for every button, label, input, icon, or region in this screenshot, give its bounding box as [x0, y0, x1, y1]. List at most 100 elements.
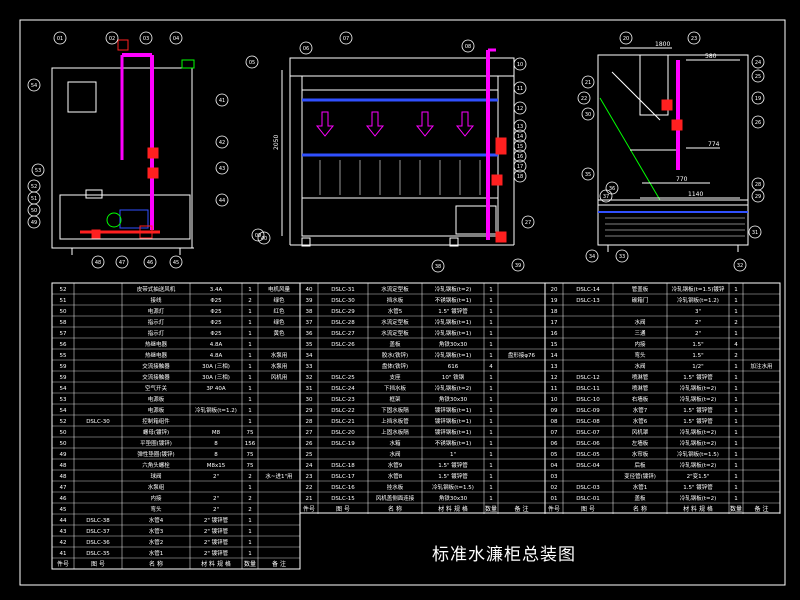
bom-cell: DSLC-21	[331, 419, 355, 425]
bom-cell: 1	[734, 386, 738, 392]
bom-cell: DSLC-30	[86, 419, 110, 425]
svg-text:01: 01	[57, 36, 63, 42]
svg-text:33: 33	[619, 254, 625, 260]
bom-cell: 50	[60, 309, 67, 315]
bom-cell: 25	[306, 452, 313, 458]
bom-cell: 指示灯	[148, 318, 165, 326]
callout-26: 26	[751, 115, 765, 129]
bom-cell: 17	[551, 320, 558, 326]
bom-cell: 1	[489, 287, 493, 293]
callout-15: 15	[513, 139, 527, 153]
bom-cell: 2"	[695, 320, 701, 326]
left-view	[51, 39, 195, 255]
bom-cell: 1	[248, 364, 252, 370]
svg-text:14: 14	[517, 134, 523, 140]
bom-cell: 2"变1.5"	[687, 472, 710, 480]
bom-header-cell: 件号	[303, 505, 315, 513]
bom-cell: 50	[60, 441, 67, 447]
bom-cell: 冷轧钢板(t=1.5)	[677, 450, 719, 458]
bom-cell: 4.8A	[210, 342, 223, 348]
bom-cell: 57	[60, 331, 67, 337]
bom-cell: 热继电器	[145, 351, 168, 359]
bom-cell: 1	[734, 298, 738, 304]
bom-cell: 1.5" 镀锌管	[683, 417, 713, 425]
bom-cell: 55	[60, 353, 67, 359]
bom-cell: 616	[448, 364, 459, 370]
callout-48: 48	[91, 255, 105, 269]
bom-cell: 框架	[389, 395, 401, 403]
bom-cell: 1	[489, 353, 493, 359]
bom-cell: 水~进1"用	[265, 472, 292, 480]
bom-cell: 3P 40A	[206, 386, 226, 392]
bom-cell: 52	[60, 287, 67, 293]
bom-cell: 1	[248, 529, 252, 535]
bom-cell: 左墙板	[632, 439, 649, 447]
callout-11: 11	[513, 81, 527, 95]
bom-cell: DSLC-23	[331, 397, 355, 403]
bom-cell: 1	[248, 518, 252, 524]
bom-cell: 04	[551, 463, 558, 469]
svg-text:54: 54	[31, 83, 37, 89]
svg-text:41: 41	[219, 98, 225, 104]
svg-text:47: 47	[119, 260, 125, 266]
bom-cell: 水泵组	[148, 483, 165, 491]
bom-cell: DSLC-08	[576, 419, 600, 425]
callout-33: 33	[615, 249, 629, 263]
bom-cell: 20	[551, 287, 558, 293]
bom-cell: 电源灯	[148, 307, 165, 315]
bom-header-cell: 备 注	[272, 560, 286, 568]
bom-cell: 44	[60, 518, 67, 524]
bom-cell: 1	[248, 353, 252, 359]
callout-13: 13	[513, 119, 527, 133]
bom-cell: 1	[248, 397, 252, 403]
bom-cell: DSLC-07	[576, 430, 600, 436]
bom-cell: 2	[734, 320, 738, 326]
bom-cell: 水管4	[149, 516, 164, 524]
bom-cell: 1	[734, 430, 738, 436]
callout-16: 16	[513, 149, 527, 163]
bom-cell: 热继电器	[145, 340, 168, 348]
bom-cell: 下挡水板	[384, 384, 407, 392]
callout-02: 02	[105, 31, 119, 45]
bom-cell: DSLC-31	[331, 287, 355, 293]
bom-cell: DSLC-25	[331, 375, 355, 381]
bom-cell: 1	[489, 342, 493, 348]
water-hatch	[605, 217, 745, 237]
bom-cell: 1	[489, 320, 493, 326]
bom-cell: 53	[60, 397, 67, 403]
bom-cell: 2	[248, 496, 252, 502]
bom-cell: DSLC-05	[576, 452, 600, 458]
bom-cell: DSLC-01	[576, 496, 600, 502]
callout-53: 53	[31, 163, 45, 177]
bom-cell: 角铁30x30	[439, 494, 468, 502]
bom-cell: 绿色	[273, 296, 285, 304]
callout-10: 10	[513, 57, 527, 71]
bom-cell: 三通	[634, 329, 646, 337]
outer-frame	[19, 19, 786, 586]
bom-cell: 1	[734, 485, 738, 491]
bom-cell: 23	[306, 474, 313, 480]
bom-cell: 弹性垫圈(镀锌)	[137, 450, 174, 458]
bom-header-cell: 件号	[57, 560, 69, 568]
svg-text:12: 12	[517, 106, 523, 112]
bom-cell: 水管5	[388, 307, 403, 315]
bom-cell: 加注水用	[750, 362, 772, 370]
bom-cell: DSLC-12	[576, 375, 600, 381]
bom-cell: 1	[489, 430, 493, 436]
bom-cell: 水流定型板	[381, 318, 409, 326]
bom-cell: 挡水板	[387, 296, 404, 304]
bom-cell: DSLC-26	[331, 342, 355, 348]
bom-cell: 48	[60, 474, 67, 480]
bom-cell: 镀锌钢板(t=1)	[435, 417, 472, 425]
bom-cell: DSLC-15	[331, 496, 355, 502]
bom-cell: 下固水板隔	[381, 406, 409, 414]
bom-cell: 1	[248, 540, 252, 546]
callout-06: 06	[299, 41, 313, 55]
svg-text:40: 40	[261, 236, 267, 242]
bom-cell: 冷轧钢板(t=1.5)镀锌	[672, 285, 725, 293]
bom-header-cell: 图 号	[91, 561, 105, 568]
svg-text:36: 36	[609, 186, 615, 192]
svg-text:24: 24	[755, 60, 761, 66]
